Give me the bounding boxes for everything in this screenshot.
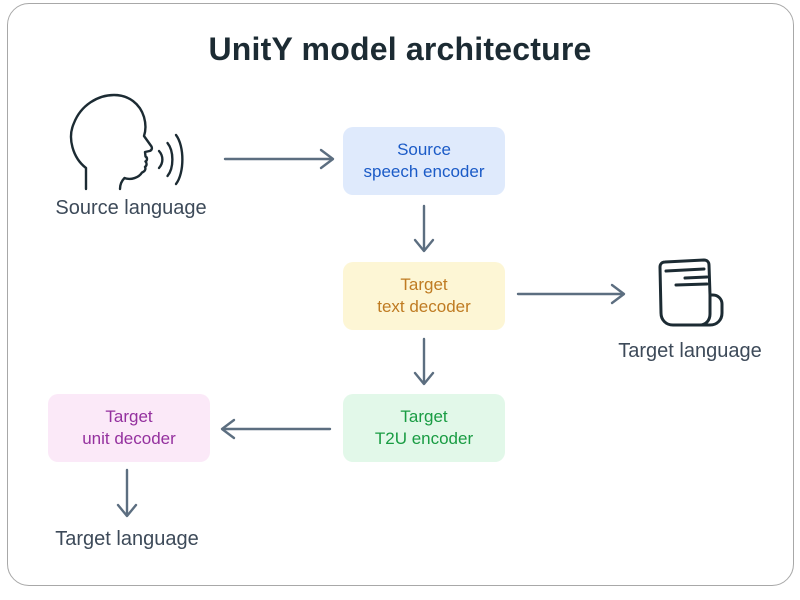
- node-label-line: Target: [105, 407, 153, 426]
- diagram-title: UnitY model architecture: [208, 31, 592, 67]
- arrow-t2u-encoder-to-unit-decoder: [220, 418, 332, 440]
- node-label-line: Target: [400, 407, 448, 426]
- arrow-text-decoder-to-t2u-encoder: [413, 337, 435, 386]
- node-target-t2u-encoder: Target T2U encoder: [343, 394, 505, 462]
- node-source-speech-encoder: Source speech encoder: [343, 127, 505, 195]
- node-label-line: unit decoder: [82, 429, 176, 448]
- document-icon: [658, 258, 724, 327]
- node-target-unit-decoder: Target unit decoder: [48, 394, 210, 462]
- target-language-text-label: Target language: [618, 340, 762, 362]
- node-target-text-decoder: Target text decoder: [343, 262, 505, 330]
- node-label-line: text decoder: [377, 297, 471, 316]
- arrow-speech-encoder-to-text-decoder: [413, 204, 435, 253]
- target-language-speech-label: Target language: [55, 528, 199, 550]
- node-label-line: T2U encoder: [374, 429, 474, 448]
- arrow-source-to-speech-encoder: [223, 148, 335, 170]
- source-language-label: Source language: [55, 197, 207, 219]
- slide-border: [7, 3, 794, 586]
- arrow-unit-decoder-to-target-speech: [116, 468, 138, 518]
- node-label-line: speech encoder: [363, 162, 485, 181]
- node-label-line: Source: [397, 140, 451, 159]
- arrow-text-decoder-to-target-text: [516, 283, 626, 305]
- speaking-head-icon: [69, 93, 184, 191]
- node-label-line: Target: [400, 275, 448, 294]
